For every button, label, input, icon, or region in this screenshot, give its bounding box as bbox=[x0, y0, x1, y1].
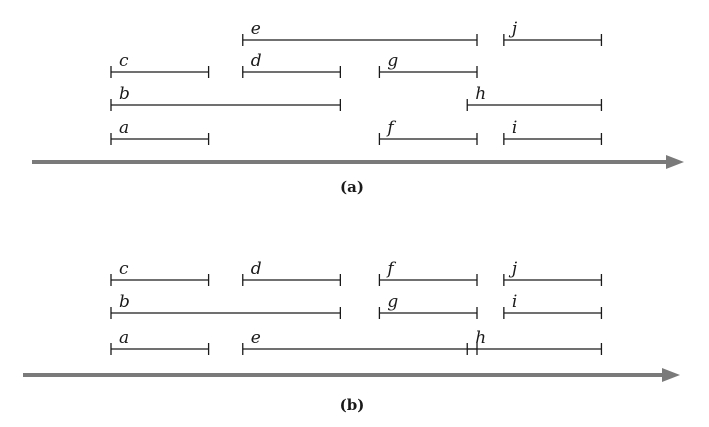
interval-label: b bbox=[119, 292, 130, 312]
interval-i: i bbox=[503, 118, 603, 145]
interval-j: j bbox=[503, 19, 603, 46]
interval-label: c bbox=[119, 259, 129, 279]
interval-g: g bbox=[378, 292, 478, 319]
interval-e: e bbox=[242, 328, 478, 355]
interval-b: b bbox=[110, 84, 342, 111]
interval-i: i bbox=[503, 292, 603, 319]
interval-label: a bbox=[119, 118, 129, 138]
interval-d: d bbox=[242, 51, 342, 78]
interval-label: h bbox=[475, 328, 486, 348]
interval-b: b bbox=[110, 292, 342, 319]
interval-a: a bbox=[110, 118, 210, 145]
interval-a: a bbox=[110, 328, 210, 355]
panel-caption: (a) bbox=[340, 178, 364, 196]
interval-g: g bbox=[378, 51, 478, 78]
panel-caption: (b) bbox=[340, 396, 365, 414]
interval-label: f bbox=[385, 118, 396, 138]
interval-c: c bbox=[110, 259, 210, 286]
interval-j: j bbox=[503, 259, 603, 286]
interval-label: b bbox=[119, 84, 130, 104]
interval-label: g bbox=[387, 292, 398, 312]
interval-label: c bbox=[119, 51, 129, 71]
interval-f: f bbox=[378, 259, 478, 286]
interval-h: h bbox=[466, 84, 603, 111]
interval-label: e bbox=[251, 19, 261, 39]
interval-c: c bbox=[110, 51, 210, 78]
panel-a: e j c d g b h a f i (a) bbox=[32, 19, 684, 196]
interval-label: d bbox=[251, 51, 262, 71]
interval-label: h bbox=[475, 84, 486, 104]
interval-e: e bbox=[242, 19, 478, 46]
interval-label: a bbox=[119, 328, 129, 348]
time-axis-arrowhead bbox=[666, 155, 684, 169]
interval-label: e bbox=[251, 328, 261, 348]
interval-label: g bbox=[387, 51, 398, 71]
panel-b: c d f j b g i a e h (b) bbox=[23, 259, 680, 414]
interval-f: f bbox=[378, 118, 478, 145]
interval-label: f bbox=[385, 259, 396, 279]
interval-h: h bbox=[466, 328, 603, 355]
time-axis-arrowhead bbox=[662, 368, 680, 382]
interval-label: d bbox=[251, 259, 262, 279]
interval-label: j bbox=[508, 259, 518, 279]
interval-label: i bbox=[512, 292, 517, 312]
interval-label: j bbox=[508, 19, 518, 39]
interval-label: i bbox=[512, 118, 517, 138]
interval-d: d bbox=[242, 259, 342, 286]
